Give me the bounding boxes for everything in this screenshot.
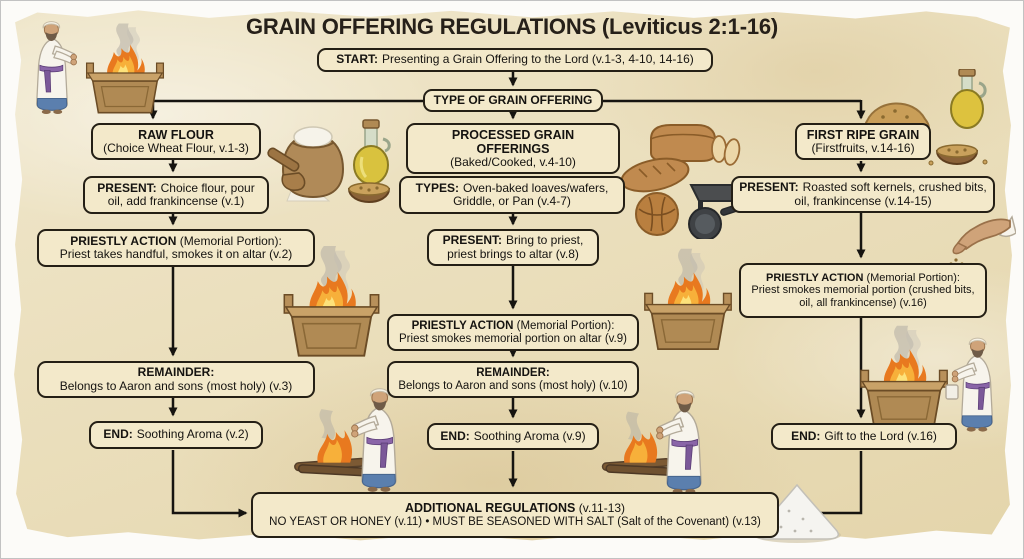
present-label: PRESENT: — [442, 233, 502, 248]
start-box: START:Presenting a Grain Offering to the… — [317, 48, 713, 72]
first-ripe-sub: (Firstfruits, v.14-16) — [811, 141, 915, 155]
processed-types-box: TYPES:Oven-baked loaves/wafers, Griddle,… — [399, 176, 625, 214]
hand-sprinkling-incense-illustration — [949, 215, 1016, 266]
priestly-label: PRIESTLY ACTION — [70, 233, 177, 248]
additional-label-rest: (v.11-13) — [578, 501, 626, 516]
raw-flour-header-box: RAW FLOUR (Choice Wheat Flour, v.1-3) — [91, 123, 261, 161]
raw-flour-sub: (Choice Wheat Flour, v.1-3) — [103, 141, 249, 155]
remainder-label: REMAINDER: — [476, 366, 550, 379]
processed-title: PROCESSED GRAIN OFFERINGS — [451, 128, 575, 156]
first-ripe-present-box: PRESENT:Roasted soft kernels, crushed bi… — [731, 176, 995, 213]
priestly-text: Priest smokes memorial portion on altar … — [399, 332, 627, 345]
raw-flour-end-box: END:Soothing Aroma (v.2) — [89, 421, 263, 449]
first-ripe-grain-header-box: FIRST RIPE GRAIN (Firstfruits, v.14-16) — [795, 123, 931, 161]
raw-flour-priestly-action-box: PRIESTLY ACTION (Memorial Portion): Prie… — [37, 229, 315, 267]
processed-sub: (Baked/Cooked, v.4-10) — [450, 155, 576, 169]
page-title: GRAIN OFFERING REGULATIONS (Leviticus 2:… — [245, 14, 779, 39]
type-of-grain-offering-box: TYPE OF GRAIN OFFERING — [423, 89, 603, 113]
priestly-label-rest: (Memorial Portion): — [866, 272, 960, 285]
end-label: END: — [103, 427, 133, 442]
processed-end-box: END:Soothing Aroma (v.9) — [427, 423, 599, 450]
present-text: Bring to priest, priest brings to altar … — [447, 233, 584, 261]
priestly-label-rest: (Memorial Portion): — [179, 233, 282, 248]
additional-text: NO YEAST OR HONEY (v.11) • MUST BE SEASO… — [269, 515, 761, 528]
end-text: Soothing Aroma (v.2) — [136, 427, 249, 442]
end-label: END: — [791, 428, 821, 443]
remainder-text: Belongs to Aaron and sons (most holy) (v… — [398, 379, 628, 392]
present-label: PRESENT: — [739, 180, 799, 195]
raw-flour-title: RAW FLOUR — [138, 128, 214, 142]
raw-flour-remainder-box: REMAINDER: Belongs to Aaron and sons (mo… — [37, 361, 315, 398]
end-text: Gift to the Lord (v.16) — [824, 428, 937, 443]
remainder-label: REMAINDER: — [137, 365, 215, 380]
first-ripe-end-box: END:Gift to the Lord (v.16) — [771, 423, 957, 450]
processed-present-box: PRESENT:Bring to priest, priest brings t… — [427, 229, 599, 266]
processed-priestly-action-box: PRIESTLY ACTION (Memorial Portion): Prie… — [387, 314, 639, 351]
priest-pouring-at-altar-illustration — [859, 324, 994, 433]
present-label: PRESENT: — [97, 180, 157, 195]
processed-header-box: PROCESSED GRAIN OFFERINGS (Baked/Cooked,… — [406, 123, 620, 175]
start-text: Presenting a Grain Offering to the Lord … — [382, 52, 694, 67]
flour-sack-oil-and-incense-bowl-illustration — [267, 119, 391, 204]
raw-flour-present-box: PRESENT:Choice flour, pour oil, add fran… — [83, 176, 269, 214]
types-text: Oven-baked loaves/wafers, Griddle, or Pa… — [453, 180, 609, 208]
start-label: START: — [336, 52, 379, 67]
priestly-text: Priest smokes memorial portion (crushed … — [751, 284, 975, 309]
end-label: END: — [440, 428, 470, 443]
additional-label: ADDITIONAL REGULATIONS — [404, 501, 576, 516]
first-ripe-title: FIRST RIPE GRAIN — [806, 128, 920, 142]
present-text: Roasted soft kernels, crushed bits, oil,… — [794, 180, 987, 208]
processed-remainder-box: REMAINDER: Belongs to Aaron and sons (mo… — [387, 361, 639, 398]
priestly-label: PRIESTLY ACTION — [766, 272, 864, 285]
additional-regulations-box: ADDITIONAL REGULATIONS (v.11-13) NO YEAS… — [251, 492, 779, 538]
present-text: Choice flour, pour oil, add frankincense… — [107, 180, 255, 208]
priestly-label-rest: (Memorial Portion): — [516, 319, 615, 332]
priestly-text: Priest takes handful, smokes it on altar… — [59, 247, 293, 261]
altar-with-fire-right-illustration — [643, 247, 733, 351]
priestly-label: PRIESTLY ACTION — [411, 319, 514, 332]
end-text: Soothing Aroma (v.9) — [473, 428, 586, 443]
remainder-text: Belongs to Aaron and sons (most holy) (v… — [59, 378, 293, 393]
breads-griddle-and-pan-illustration — [620, 124, 751, 239]
types-label: TYPES: — [415, 180, 459, 195]
type-text: TYPE OF GRAIN OFFERING — [433, 93, 593, 107]
first-ripe-priestly-action-box: PRIESTLY ACTION (Memorial Portion): Prie… — [739, 263, 987, 318]
